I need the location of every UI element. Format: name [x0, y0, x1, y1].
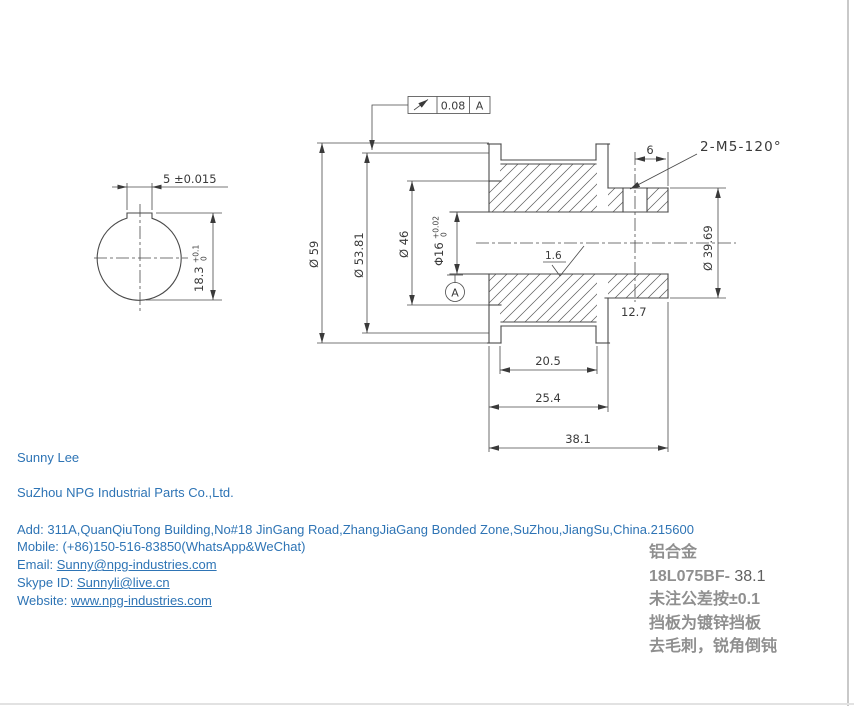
page-bottom-edge	[0, 703, 854, 705]
datum-a-symbol: A	[445, 274, 465, 302]
part-number-prefix: 18L075BF-	[649, 567, 730, 585]
svg-text:+0.1: +0.1	[192, 245, 201, 263]
dim-overall-length: 38.1	[565, 432, 591, 446]
hatch-top-body	[489, 164, 597, 212]
contact-name: Sunny Lee	[17, 450, 80, 465]
label-setscrew: 2-M5-120°	[700, 139, 782, 155]
bore-end-view: 5 ±0.015 18.3 +0.1 0	[94, 172, 228, 312]
bore-keyway-outline	[96, 212, 182, 301]
note-part-number: 18L075BF- 38.1	[649, 565, 777, 589]
email-label: Email:	[17, 557, 57, 573]
dim-width-over-flanges: 25.4	[535, 391, 561, 405]
section-dimensions: Ø 59 Ø 53.81 Ø 46 Φ16 +0.02 0 Ø 39.69 6 …	[307, 139, 782, 452]
page-right-edge	[847, 0, 849, 706]
datum-letter: A	[451, 287, 459, 300]
pulley-section-view	[449, 143, 736, 344]
hatch-hub-left	[608, 188, 623, 212]
dim-hub-length: 12.7	[621, 305, 647, 319]
note-deburr: 去毛刺，锐角倒钝	[649, 638, 778, 655]
svg-text:18.3: 18.3	[192, 266, 206, 292]
dim-belt-width: 20.5	[535, 354, 561, 368]
setscrew-leader	[629, 153, 698, 190]
dim-slot-width: 5 ±0.015	[163, 172, 217, 186]
part-number-suffix: 38.1	[729, 567, 766, 585]
spec-notes: 铝合金 18L075BF- 38.1 未注公差按±0.1 挡板为镀锌挡板 去毛刺…	[649, 541, 777, 659]
dim-tooth-od: Ø 53.81	[352, 232, 366, 278]
website-link[interactable]: www.npg-industries.com	[70, 592, 212, 608]
contact-address: Add: 311A,QuanQiuTong Building,No#18 Jin…	[17, 521, 694, 537]
roughness-symbol: 1.6	[543, 245, 585, 277]
note-flange: 挡板为镀锌挡板	[649, 614, 762, 632]
email-link[interactable]: Sunny@npg-industries.com	[56, 557, 217, 573]
svg-text:Φ16: Φ16	[432, 242, 446, 266]
contact-mobile: Mobile: (+86)150-516-83850(WhatsApp&WeCh…	[17, 539, 306, 555]
svg-text:+0.02: +0.02	[432, 216, 441, 239]
hatch-bottom-body	[489, 274, 597, 322]
roughness-value: 1.6	[545, 250, 562, 262]
dim-hub-od: Ø 39.69	[701, 225, 715, 271]
svg-text:0: 0	[440, 232, 449, 237]
contact-block: Sunny Lee SuZhou NPG Industrial Parts Co…	[17, 449, 694, 610]
dim-bore: Φ16 +0.02 0	[432, 216, 449, 266]
skype-link[interactable]: Sunnyli@live.cn	[76, 574, 170, 590]
hatch-hub-bottom	[608, 274, 668, 298]
dim-web-od: Ø 46	[397, 231, 411, 258]
website-label: Website:	[17, 592, 71, 608]
fcf-datum-ref: A	[476, 100, 484, 113]
dim-flange-od: Ø 59	[307, 241, 321, 268]
fcf-tolerance-value: 0.08	[441, 100, 466, 113]
skype-label: Skype ID:	[17, 574, 77, 590]
svg-text:0: 0	[200, 256, 209, 261]
runout-icon	[413, 99, 429, 111]
dim-keyway-height: 18.3 +0.1 0	[192, 245, 209, 292]
hatch-hub-right	[647, 188, 668, 212]
company-name: SuZhou NPG Industrial Parts Co.,Ltd.	[17, 484, 234, 500]
fcf-leader	[369, 104, 408, 150]
feature-control-frame: 0.08 A	[369, 96, 491, 150]
note-material: 铝合金	[649, 544, 698, 561]
dim-setscrew-offset: 6	[646, 143, 653, 157]
note-tolerance: 未注公差按±0.1	[649, 591, 761, 608]
